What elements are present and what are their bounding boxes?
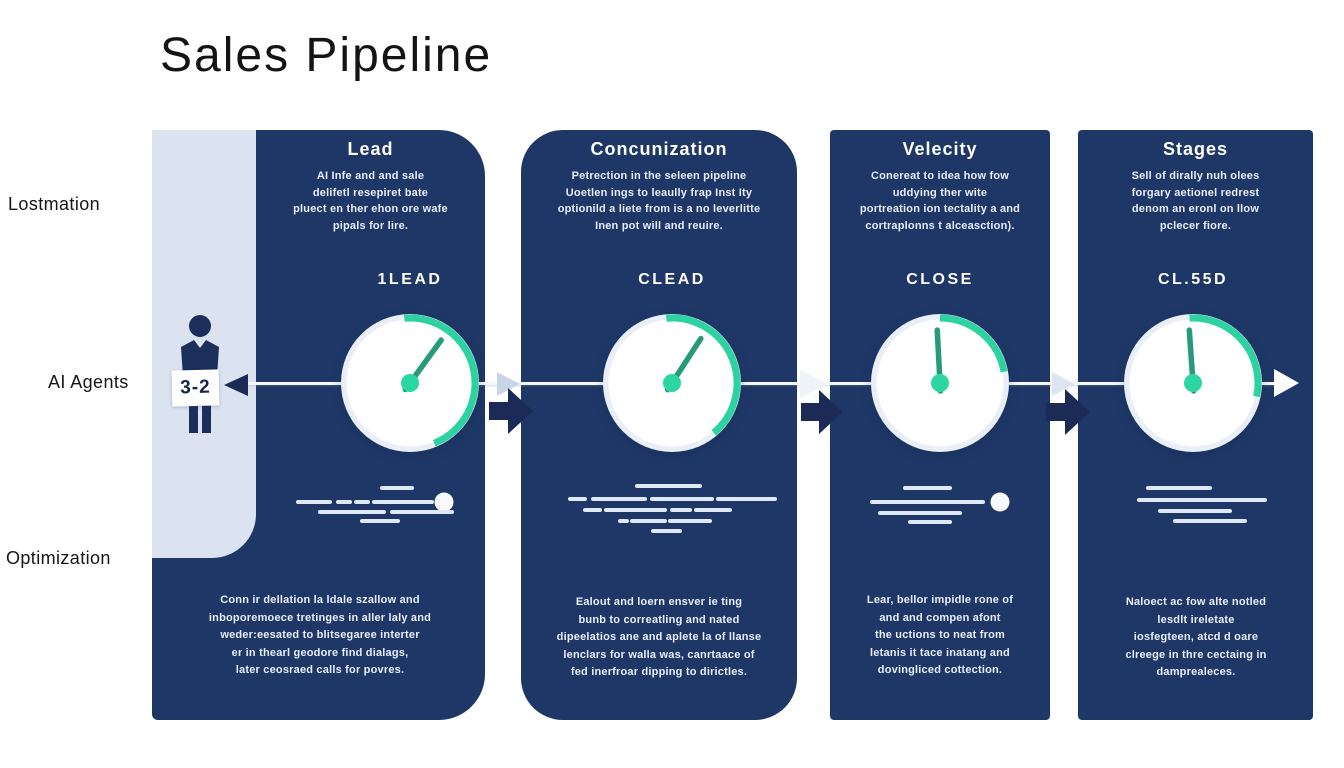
- stage-footer: Lear, bellor impidle rone of and and com…: [866, 594, 1014, 677]
- gauge-label: CLOSE: [906, 271, 974, 288]
- stage-description: Conereat to idea how fow uddying ther wi…: [859, 170, 1021, 232]
- speed-lines-icon: [870, 486, 1010, 524]
- stage-description: Petrection in the seleen pipeline Uoetle…: [557, 170, 761, 232]
- stage-footer: Ealout and loern ensver ie ting bunb to …: [556, 596, 762, 679]
- speed-lines-icon: [1137, 486, 1267, 523]
- side-label-lostmation: Lostmation: [8, 194, 101, 214]
- gauge-dial-concunization: [603, 314, 741, 452]
- stage-description: AI Infe and and sale delifetl resepiret …: [293, 170, 448, 232]
- page-title: Sales Pipeline: [160, 29, 493, 82]
- speed-lines-icon: [296, 486, 454, 523]
- stage-description: Sell of dirally nuh olees forgary aetion…: [1131, 170, 1260, 232]
- gauge-dial-lead: [341, 314, 479, 452]
- stage-content-velecity: Velecity Conereat to idea how fow uddyin…: [830, 130, 1050, 720]
- arrowhead-right-icon: [1052, 372, 1075, 396]
- speed-lines-icon: [568, 484, 777, 533]
- gauge-dial-stages: [1124, 314, 1262, 452]
- arrow-left-icon: [224, 374, 248, 396]
- arrowhead-right-icon: [800, 370, 827, 398]
- flow-arrow-dark-icon: [489, 388, 533, 434]
- stage-title: Lead: [347, 139, 394, 159]
- gauge-label: CL.55D: [1157, 271, 1229, 288]
- stage-footer: Conn ir dellation la ldale szallow and i…: [208, 594, 432, 677]
- stage-content-stages: Stages Sell of dirally nuh olees forgary…: [1078, 130, 1313, 720]
- flow-arrow-dark-icon: [1046, 389, 1090, 435]
- agent-count-badge: 3-2: [171, 369, 220, 407]
- gauge-label: 1LEAD: [377, 271, 443, 288]
- stage-title: Concunization: [590, 139, 728, 159]
- gauge-dial-velecity: [871, 314, 1009, 452]
- stage-content-concunization: Concunization Petrection in the seleen p…: [521, 130, 797, 720]
- stage-title: Stages: [1162, 139, 1229, 159]
- stage-footer: Naloect ac fow alte notled lesdlt irelet…: [1125, 596, 1267, 679]
- arrowhead-right-icon: [497, 372, 520, 396]
- side-label-ai-agents: AI Agents: [48, 372, 129, 392]
- pipeline-connector-line: [248, 382, 1292, 385]
- stage-title: Velecity: [902, 139, 978, 159]
- arrowhead-end-icon: [1274, 369, 1299, 397]
- side-label-optimization: Optimization: [6, 548, 111, 568]
- stage-content-lead: Lead AI Infe and and sale delifetl resep…: [256, 130, 485, 720]
- flow-arrow-dark-icon: [801, 390, 843, 434]
- gauge-label: CLEAD: [638, 271, 706, 288]
